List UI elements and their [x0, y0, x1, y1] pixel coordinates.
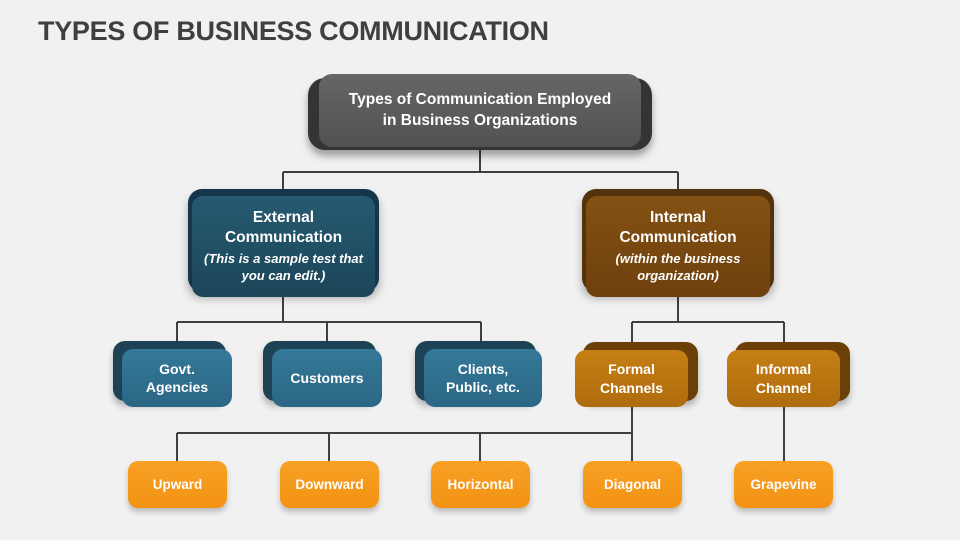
node-formal-channels: Formal Channels — [575, 342, 698, 407]
node-grapevine: Grapevine — [734, 461, 833, 508]
node-govt-agencies: Govt. Agencies — [113, 341, 232, 407]
node-grapevine-label: Grapevine — [750, 477, 817, 492]
node-external-subtitle: (This is a sample test that you can edit… — [204, 251, 363, 284]
node-external-title: External Communication — [224, 208, 343, 247]
node-customers: Customers — [263, 341, 382, 407]
node-downward: Downward — [280, 461, 379, 508]
node-internal-title: Internal Communication — [619, 208, 737, 247]
node-horizontal-label: Horizontal — [447, 477, 514, 492]
node-diagonal: Diagonal — [583, 461, 682, 508]
node-internal-subtitle: (within the business organization) — [615, 251, 741, 284]
node-external-communication: External Communication (This is a sample… — [188, 189, 379, 297]
node-customers-label: Customers — [290, 369, 364, 386]
node-horizontal: Horizontal — [431, 461, 530, 508]
node-downward-label: Downward — [295, 477, 364, 492]
connector-external-children — [176, 297, 482, 350]
node-root-label-line1: Types of Communication Employed — [348, 90, 612, 108]
connector-root-to-branches — [282, 147, 679, 197]
node-informal-channel-label: Informal Channel — [755, 361, 812, 396]
node-internal-communication: Internal Communication (within the busin… — [582, 189, 774, 297]
node-clients-public-label: Clients, Public, etc. — [446, 360, 520, 395]
node-root-label-line2: in Business Organizations — [382, 111, 578, 129]
node-root: Types of Communication Employed in Busin… — [308, 74, 652, 150]
node-govt-agencies-label: Govt. Agencies — [145, 360, 209, 395]
node-upward: Upward — [128, 461, 227, 508]
page-title: TYPES OF BUSINESS COMMUNICATION — [38, 16, 549, 46]
node-clients-public: Clients, Public, etc. — [415, 341, 542, 407]
connector-internal-children — [631, 297, 785, 351]
node-formal-channels-label: Formal Channels — [599, 361, 663, 396]
connector-formal-children — [176, 407, 633, 462]
node-informal-channel: Informal Channel — [727, 342, 850, 407]
node-diagonal-label: Diagonal — [603, 477, 661, 492]
node-upward-label: Upward — [152, 477, 203, 492]
